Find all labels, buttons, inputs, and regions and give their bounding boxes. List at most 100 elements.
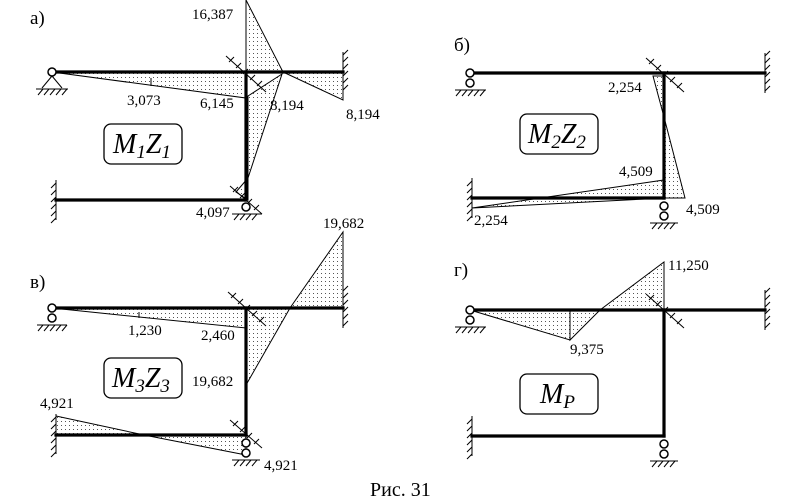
panel-v-diagram: [51, 230, 344, 456]
badge-frame: [519, 113, 599, 155]
beam-moment-area-right: [598, 261, 665, 311]
value-label: 2,254: [608, 80, 642, 96]
panel-v-moment-badge: M3Z3: [103, 357, 183, 399]
hinge-icon: [47, 303, 57, 313]
ground-hatch: [37, 324, 68, 332]
value-label: 19,682: [192, 374, 233, 390]
node-moment-area: [652, 75, 665, 118]
lower-beam-moment-right: [143, 434, 247, 456]
fixed-hatch: [764, 287, 771, 329]
value-label: 2,254: [474, 213, 508, 229]
bottom-node-hatch: [232, 186, 260, 211]
support-strut: [51, 75, 63, 89]
value-label: 1,230: [128, 323, 162, 339]
roller-icon: [47, 313, 57, 323]
fixed-hatch: [466, 418, 473, 460]
panel-g-diagram: [469, 261, 665, 342]
node-moment-area: [245, 0, 284, 73]
panel-g-frame: [468, 308, 767, 438]
node-rigid-link: [645, 293, 685, 329]
figure-caption: Рис. 31: [370, 479, 431, 501]
value-label: 4,921: [264, 458, 298, 474]
value-label: 4,097: [196, 205, 230, 221]
panel-v-values: 19,682 1,230 2,460 19,682 4,921 4,921: [40, 216, 364, 474]
panel-a-frame: [50, 70, 345, 202]
panel-v-letter: в): [30, 272, 45, 293]
panel-g-moment-badge: MP: [519, 373, 599, 415]
hinge-icon: [241, 438, 251, 448]
column-moment-area-top: [247, 72, 283, 179]
panel-g-letter: г): [454, 260, 468, 281]
column-moment-area: [663, 116, 686, 199]
node-hatch: [648, 294, 683, 325]
ground-hatch: [455, 326, 486, 334]
panel-a-letter: а): [30, 8, 45, 29]
roller-icon: [659, 211, 669, 221]
hinge-icon: [465, 305, 475, 315]
panel-v-frame: [50, 306, 345, 437]
lower-beam-moment-area: [471, 179, 665, 209]
value-label: 8,194: [346, 107, 380, 123]
panel-a-supports: [36, 49, 349, 224]
panel-b-letter: б): [454, 35, 470, 56]
value-label: 16,387: [192, 7, 234, 23]
roller-icon: [465, 78, 475, 88]
value-label: 4,509: [686, 202, 720, 218]
value-label: 8,194: [270, 98, 304, 114]
fixed-hatch: [764, 50, 771, 92]
moment-label: M1Z1: [112, 129, 171, 163]
ground-hatch: [651, 222, 676, 230]
panel-b-supports: [455, 50, 771, 230]
bottom-node-link: [229, 419, 263, 449]
panel-a-moment-badge: M1Z1: [103, 123, 183, 165]
panel-g: г) 11,25: [454, 258, 771, 468]
bottom-node-hatch: [232, 420, 260, 445]
value-label: 19,682: [323, 216, 364, 232]
value-label: 9,375: [570, 342, 604, 358]
moment-label: M3Z3: [111, 363, 170, 397]
badge-frame: [103, 123, 183, 165]
roller-icon: [659, 449, 669, 459]
roller-icon: [241, 448, 251, 458]
roller-icon: [241, 202, 251, 212]
roller-icon: [465, 315, 475, 325]
panel-g-supports: [455, 287, 771, 468]
node-hatch: [230, 292, 265, 323]
panel-b: б) 2,254: [454, 35, 771, 230]
value-label: 4,509: [619, 164, 653, 180]
ground-hatch: [651, 460, 676, 468]
lower-beam-moment-left: [55, 415, 145, 436]
fixed-hatch: [50, 182, 57, 224]
panel-a-values: 16,387 3,073 6,145 8,194 8,194 4,097: [127, 7, 380, 221]
badge-frame: [519, 373, 599, 415]
moment-label: M2Z2: [527, 119, 586, 153]
node-rigid-link: [225, 55, 267, 93]
ground-hatch: [455, 89, 486, 97]
node-rigid-link: [227, 291, 267, 327]
hinge-icon: [659, 439, 669, 449]
column-moment-area: [245, 307, 291, 387]
moment-label: MP: [539, 379, 575, 413]
panel-b-frame: [468, 71, 767, 200]
panel-v: в): [30, 216, 364, 474]
fixed-hatch: [342, 285, 349, 327]
support-strut: [41, 75, 53, 89]
fixed-hatch: [342, 49, 349, 91]
panel-b-diagram: [471, 75, 686, 209]
panel-b-moment-badge: M2Z2: [519, 113, 599, 155]
ground-hatch: [233, 213, 258, 221]
right-beam-moment-area: [289, 230, 344, 309]
right-beam-moment-area: [282, 71, 344, 101]
panel-g-values: 11,250 9,375: [570, 258, 709, 358]
hinge-icon: [465, 68, 475, 78]
ground-hatch: [37, 88, 68, 96]
ground-hatch: [233, 459, 258, 467]
value-label: 4,921: [40, 396, 74, 412]
fixed-hatch: [50, 416, 57, 458]
beam-moment-area-left: [469, 309, 571, 341]
value-label: 2,460: [201, 328, 235, 344]
panel-v-supports: [37, 285, 349, 467]
value-label: 6,145: [200, 96, 234, 112]
value-label: 11,250: [668, 258, 709, 274]
